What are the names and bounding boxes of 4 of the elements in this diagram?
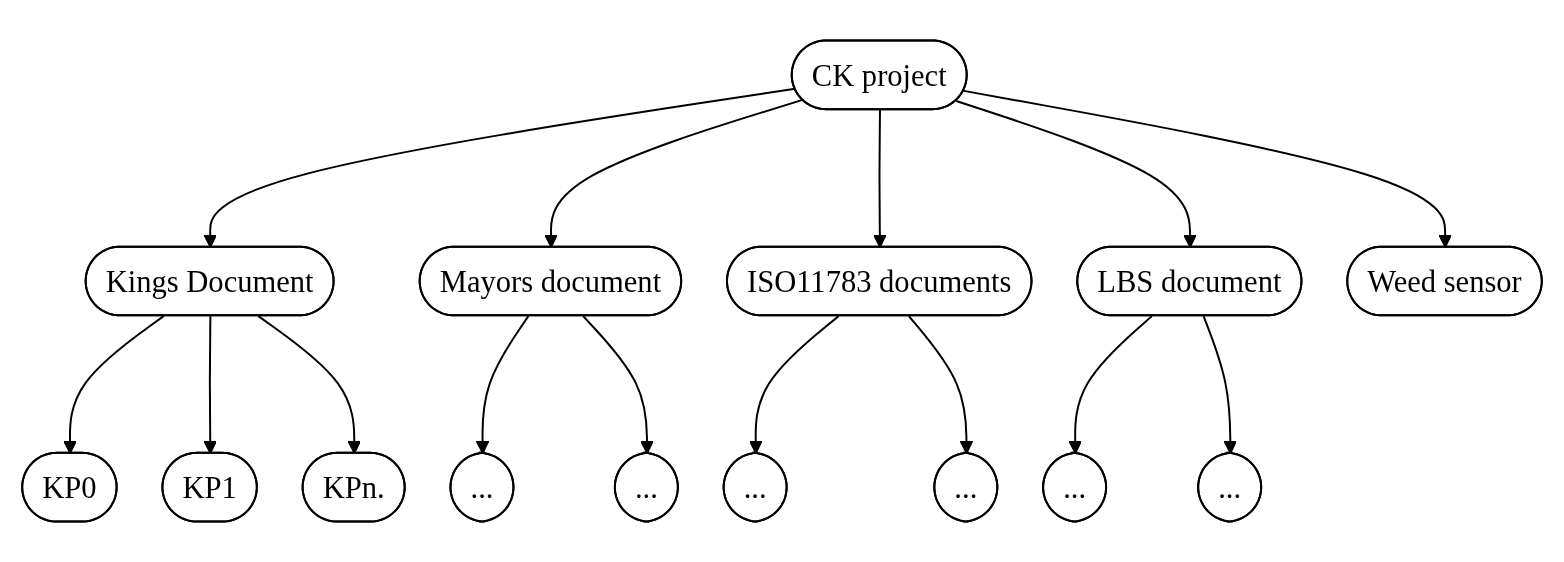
arrow [955,99,1197,248]
arrow [873,108,887,248]
arrow [544,98,804,248]
arrow [962,89,1452,248]
